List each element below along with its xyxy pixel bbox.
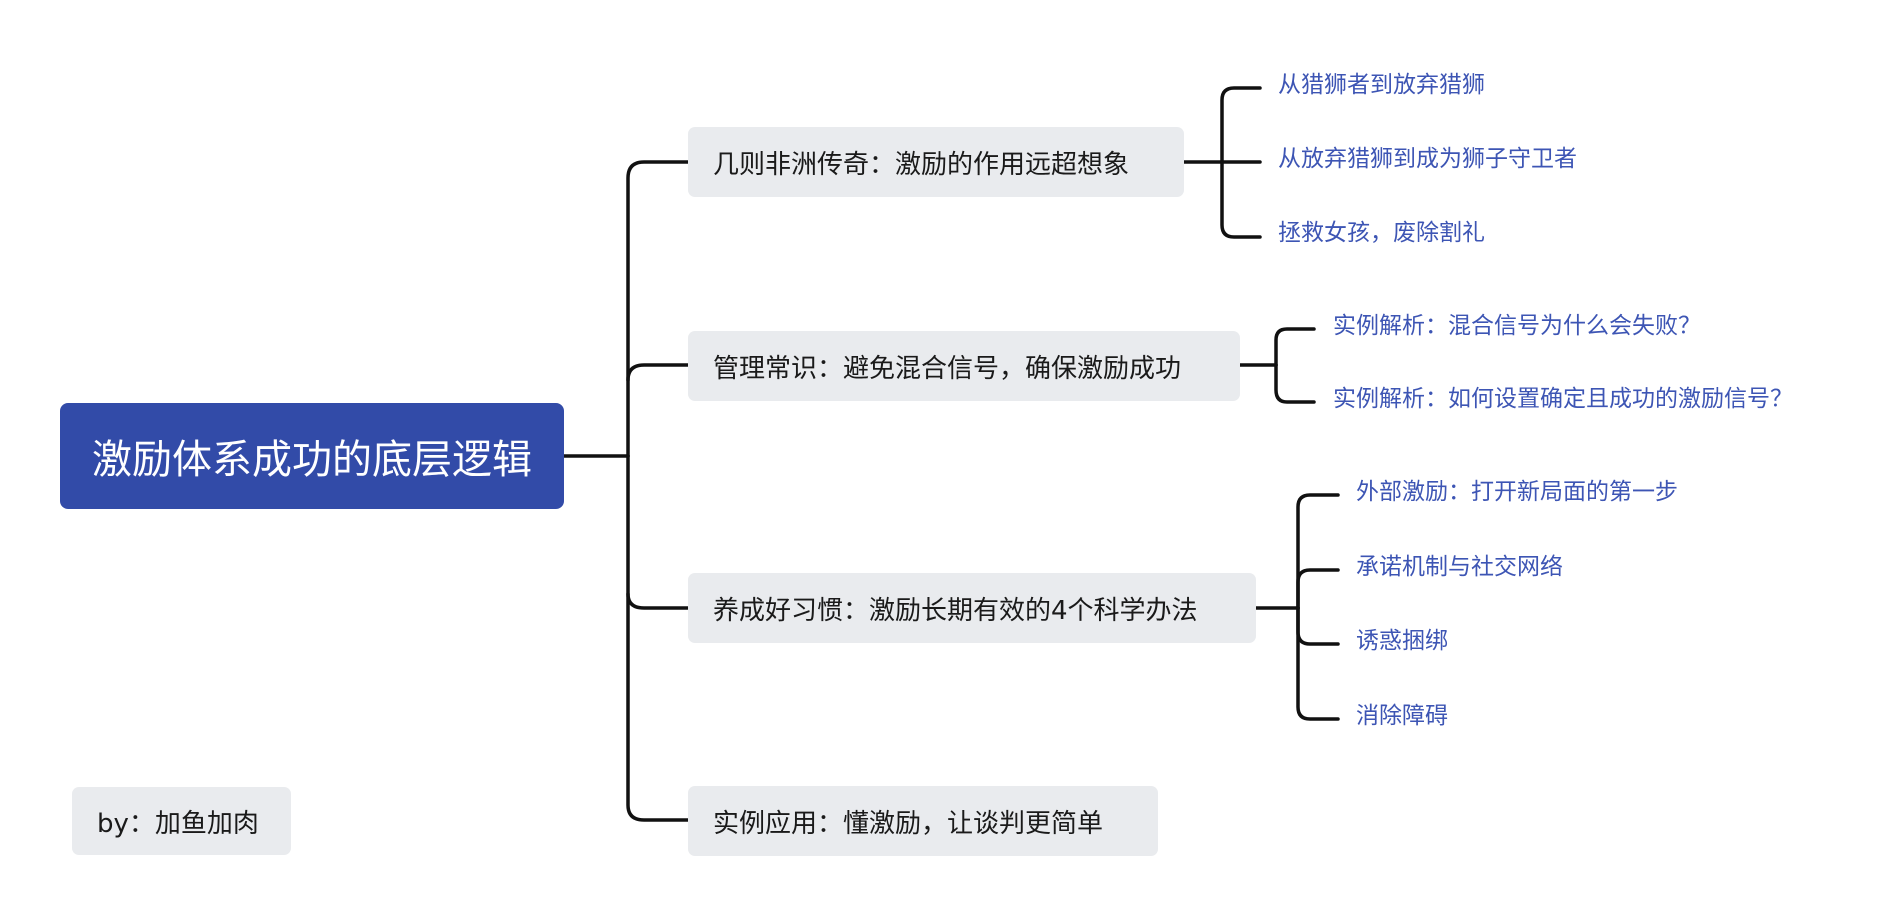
- leaf-topic[interactable]: 从放弃猎狮到成为狮子守卫者: [1278, 146, 1577, 172]
- branch-topic-2[interactable]: 管理常识：避免混合信号，确保激励成功: [688, 331, 1240, 401]
- leaf-topic[interactable]: 实例解析：混合信号为什么会失败？: [1333, 313, 1701, 339]
- branch-topic-3[interactable]: 养成好习惯：激励长期有效的4个科学办法: [688, 573, 1256, 643]
- trunk-branch-4: [626, 592, 690, 822]
- leaf-topic[interactable]: 实例解析：如何设置确定且成功的激励信号？: [1333, 386, 1793, 412]
- leaf-topic[interactable]: 拯救女孩，废除割礼: [1278, 220, 1485, 246]
- branch-3-leaf-1: [1296, 493, 1340, 610]
- branch-topic-4[interactable]: 实例应用：懂激励，让谈判更简单: [688, 786, 1158, 856]
- branch-3-leaf-3: [1296, 606, 1340, 646]
- author-credit: by：加鱼加肉: [72, 787, 291, 855]
- leaf-topic[interactable]: 承诺机制与社交网络: [1356, 554, 1563, 580]
- branch-1-leaf-1: [1220, 86, 1262, 164]
- root-topic[interactable]: 激励体系成功的底层逻辑: [60, 403, 564, 509]
- leaf-topic[interactable]: 从猎狮者到放弃猎狮: [1278, 72, 1485, 98]
- trunk-branch-3: [626, 454, 690, 610]
- leaf-topic[interactable]: 消除障碍: [1356, 703, 1448, 729]
- trunk-branch-1: [626, 160, 690, 458]
- branch-topic-1[interactable]: 几则非洲传奇：激励的作用远超想象: [688, 127, 1184, 197]
- branch-2-leaf-2: [1274, 363, 1316, 404]
- leaf-topic[interactable]: 诱惑捆绑: [1356, 628, 1448, 654]
- branch-2-leaf-1: [1274, 327, 1316, 367]
- branch-3-leaf-2: [1296, 568, 1340, 610]
- branch-3-leaf-4: [1296, 606, 1340, 721]
- trunk-branch-2: [626, 363, 690, 382]
- branch-1-leaf-3: [1220, 160, 1262, 239]
- leaf-topic[interactable]: 外部激励：打开新局面的第一步: [1356, 479, 1678, 505]
